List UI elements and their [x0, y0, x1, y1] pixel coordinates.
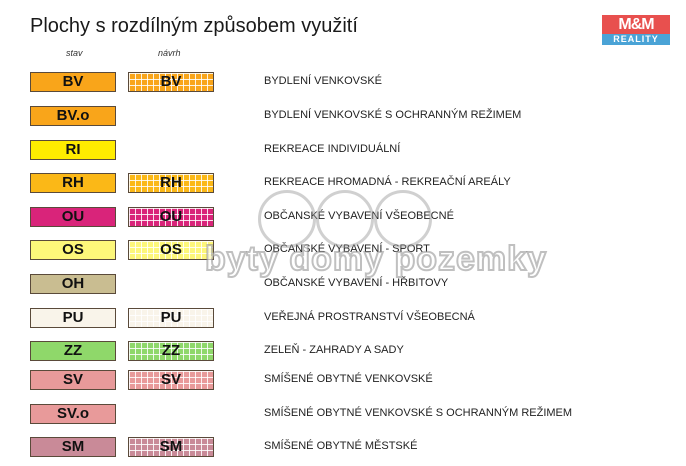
navrh-swatch: RH: [128, 173, 214, 193]
legend-row: RH RH REKREACE HROMADNÁ - REKREAČNÍ AREÁLY: [0, 173, 686, 193]
legend-description: REKREACE HROMADNÁ - REKREAČNÍ AREÁLY: [264, 176, 511, 188]
legend-description: OBČANSKÉ VYBAVENÍ - HŘBITOVY: [264, 277, 449, 289]
legend-description: SMÍŠENÉ OBYTNÉ VENKOVSKÉ: [264, 373, 433, 385]
stav-swatch: PU: [30, 308, 116, 328]
page-title: Plochy s rozdílným způsobem využití: [30, 15, 358, 37]
navrh-swatch: OS: [128, 240, 214, 260]
logo-top-text: M&M: [602, 15, 670, 34]
column-header-stav: stav: [66, 48, 83, 58]
legend-description: OBČANSKÉ VYBAVENÍ - SPORT: [264, 243, 430, 255]
legend-row: SM SM SMÍŠENÉ OBYTNÉ MĚSTSKÉ: [0, 437, 686, 457]
stav-swatch: OU: [30, 207, 116, 227]
stav-swatch: RI: [30, 140, 116, 160]
navrh-swatch: BV: [128, 72, 214, 92]
legend-row: OH OBČANSKÉ VYBAVENÍ - HŘBITOVY: [0, 274, 686, 294]
legend-description: ZELEŇ - ZAHRADY A SADY: [264, 344, 404, 356]
legend-row: OS OS OBČANSKÉ VYBAVENÍ - SPORT: [0, 240, 686, 260]
stav-swatch: OH: [30, 274, 116, 294]
mm-reality-logo: M&M REALITY: [602, 15, 670, 45]
stav-swatch: BV: [30, 72, 116, 92]
stav-swatch: SM: [30, 437, 116, 457]
navrh-swatch: OU: [128, 207, 214, 227]
legend-row: RI REKREACE INDIVIDUÁLNÍ: [0, 140, 686, 160]
logo-bottom-text: REALITY: [602, 34, 670, 45]
navrh-swatch: SV: [128, 370, 214, 390]
legend-row: SV.o SMÍŠENÉ OBYTNÉ VENKOVSKÉ S OCHRANNÝM…: [0, 404, 686, 424]
stav-swatch: BV.o: [30, 106, 116, 126]
stav-swatch: ZZ: [30, 341, 116, 361]
column-header-navrh: návrh: [158, 48, 181, 58]
legend-row: PU PU VEŘEJNÁ PROSTRANSTVÍ VŠEOBECNÁ: [0, 308, 686, 328]
legend-description: BYDLENÍ VENKOVSKÉ S OCHRANNÝM REŽIMEM: [264, 109, 522, 121]
navrh-swatch: ZZ: [128, 341, 214, 361]
legend-description: SMÍŠENÉ OBYTNÉ VENKOVSKÉ S OCHRANNÝM REŽ…: [264, 407, 573, 419]
navrh-swatch: PU: [128, 308, 214, 328]
legend-row: BV.o BYDLENÍ VENKOVSKÉ S OCHRANNÝM REŽIME…: [0, 106, 686, 126]
legend-description: SMÍŠENÉ OBYTNÉ MĚSTSKÉ: [264, 440, 418, 452]
legend-description: OBČANSKÉ VYBAVENÍ VŠEOBECNÉ: [264, 210, 454, 222]
legend-description: VEŘEJNÁ PROSTRANSTVÍ VŠEOBECNÁ: [264, 311, 475, 323]
legend-row: SV SV SMÍŠENÉ OBYTNÉ VENKOVSKÉ: [0, 370, 686, 390]
stav-swatch: SV: [30, 370, 116, 390]
stav-swatch: SV.o: [30, 404, 116, 424]
legend-description: REKREACE INDIVIDUÁLNÍ: [264, 143, 401, 155]
stav-swatch: OS: [30, 240, 116, 260]
legend-row: ZZ ZZ ZELEŇ - ZAHRADY A SADY: [0, 341, 686, 361]
legend-row: BV BV BYDLENÍ VENKOVSKÉ: [0, 72, 686, 92]
legend-row: OU OU OBČANSKÉ VYBAVENÍ VŠEOBECNÉ: [0, 207, 686, 227]
legend-description: BYDLENÍ VENKOVSKÉ: [264, 75, 382, 87]
stav-swatch: RH: [30, 173, 116, 193]
navrh-swatch: SM: [128, 437, 214, 457]
